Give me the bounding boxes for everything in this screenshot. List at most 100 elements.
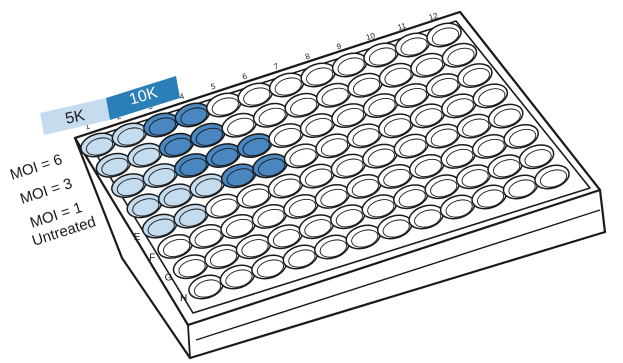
row-label-E: E <box>134 232 141 243</box>
well-B3 <box>158 132 195 158</box>
well-inner-edge <box>195 127 223 146</box>
well-inner-edge <box>195 178 223 197</box>
well-inner-edge <box>304 219 332 238</box>
well-G8 <box>392 184 429 210</box>
well-inner-edge <box>493 159 521 178</box>
column-label-4: 4 <box>178 91 185 101</box>
well-inner-edge <box>445 199 473 218</box>
well-inner-edge <box>336 158 364 177</box>
well-inner-edge <box>178 259 206 278</box>
well-inner-edge <box>369 47 397 66</box>
well-inner-edge <box>163 238 191 257</box>
well-inner-edge <box>320 138 349 157</box>
well-F10 <box>440 143 477 169</box>
well-inner-edge <box>225 269 253 288</box>
well-G2 <box>204 244 240 270</box>
well-inner-edge <box>462 118 490 137</box>
well-H5 <box>314 234 350 260</box>
well-inner-edge <box>400 37 428 56</box>
well-E7 <box>330 153 367 179</box>
well-inner-edge <box>319 239 347 258</box>
well-E4 <box>236 183 272 209</box>
well-inner-edge <box>320 188 348 207</box>
well-inner-edge <box>478 88 506 107</box>
well-H2 <box>219 264 256 290</box>
row-label-F: F <box>149 252 155 263</box>
well-inner-edge <box>116 178 144 197</box>
well-A7 <box>268 72 305 98</box>
well-inner-edge <box>163 188 191 207</box>
well-inner-edge <box>508 179 536 198</box>
well-inner-edge <box>288 249 316 268</box>
row-label-H: H <box>180 293 187 304</box>
column-label-11: 11 <box>397 21 408 32</box>
well-inner-edge <box>414 209 442 228</box>
well-F5 <box>283 193 319 219</box>
well-inner-edge <box>256 259 284 278</box>
well-C1 <box>111 173 147 199</box>
well-inner-edge <box>398 189 426 208</box>
well-inner-edge <box>368 98 396 117</box>
well-inner-edge <box>226 168 254 187</box>
well-inner-edge <box>241 239 269 258</box>
well-inner-edge <box>337 57 365 76</box>
well-A2 <box>111 122 148 148</box>
well-inner-edge <box>304 168 333 187</box>
well-inner-edge <box>477 138 505 157</box>
well-C12 <box>457 63 493 89</box>
well-H12 <box>534 164 570 190</box>
well-inner-edge <box>383 168 411 187</box>
plate-bottom-edge <box>187 324 191 359</box>
well-E8 <box>362 143 398 169</box>
well-grid <box>80 22 570 300</box>
well-inner-edge <box>431 27 460 46</box>
well-inner-edge <box>290 97 318 116</box>
well-inner-edge <box>431 78 459 97</box>
well-C2 <box>142 163 179 189</box>
well-rim <box>487 103 524 129</box>
well-inner-edge <box>351 229 379 248</box>
well-inner-edge <box>242 138 270 157</box>
well-C6 <box>268 123 304 149</box>
well-inner-edge <box>179 208 207 227</box>
well-inner-edge <box>164 137 192 156</box>
well-inner-edge <box>367 199 395 218</box>
well-inner-edge <box>243 87 271 106</box>
well-inner-edge <box>430 179 458 198</box>
column-label-8: 8 <box>304 51 311 61</box>
well-E3 <box>204 193 241 219</box>
well-inner-edge <box>305 118 333 137</box>
well-inner-edge <box>193 279 222 298</box>
well-B10 <box>378 62 415 88</box>
well-inner-edge <box>352 77 381 96</box>
well-C8 <box>331 103 367 129</box>
well-H7 <box>376 214 413 240</box>
well-G12 <box>518 144 555 170</box>
well-inner-edge <box>101 157 129 176</box>
well-inner-edge <box>352 128 380 147</box>
well-inner-edge <box>539 169 568 188</box>
well-rim <box>503 123 539 149</box>
well-inner-edge <box>384 67 412 86</box>
well-D9 <box>378 113 414 139</box>
well-inner-edge <box>274 128 302 147</box>
well-inner-edge <box>132 198 160 217</box>
well-H3 <box>251 254 287 280</box>
well-inner-edge <box>399 88 428 107</box>
tag-5k-label: 5K <box>64 107 87 128</box>
well-inner-edge <box>447 47 475 66</box>
row-label-G: G <box>165 273 173 284</box>
column-label-6: 6 <box>241 71 248 81</box>
tag-5k-box <box>40 98 110 135</box>
well-inner-edge <box>509 128 537 147</box>
column-label-7: 7 <box>273 61 280 71</box>
well-C5 <box>236 133 273 159</box>
well-inner-edge <box>194 228 222 247</box>
well-A10 <box>363 42 399 68</box>
well-rim <box>441 42 478 68</box>
well-inner-edge <box>258 107 286 126</box>
well-rim <box>426 22 462 48</box>
well-inner-edge <box>430 128 458 147</box>
well-inner-edge <box>227 117 255 136</box>
